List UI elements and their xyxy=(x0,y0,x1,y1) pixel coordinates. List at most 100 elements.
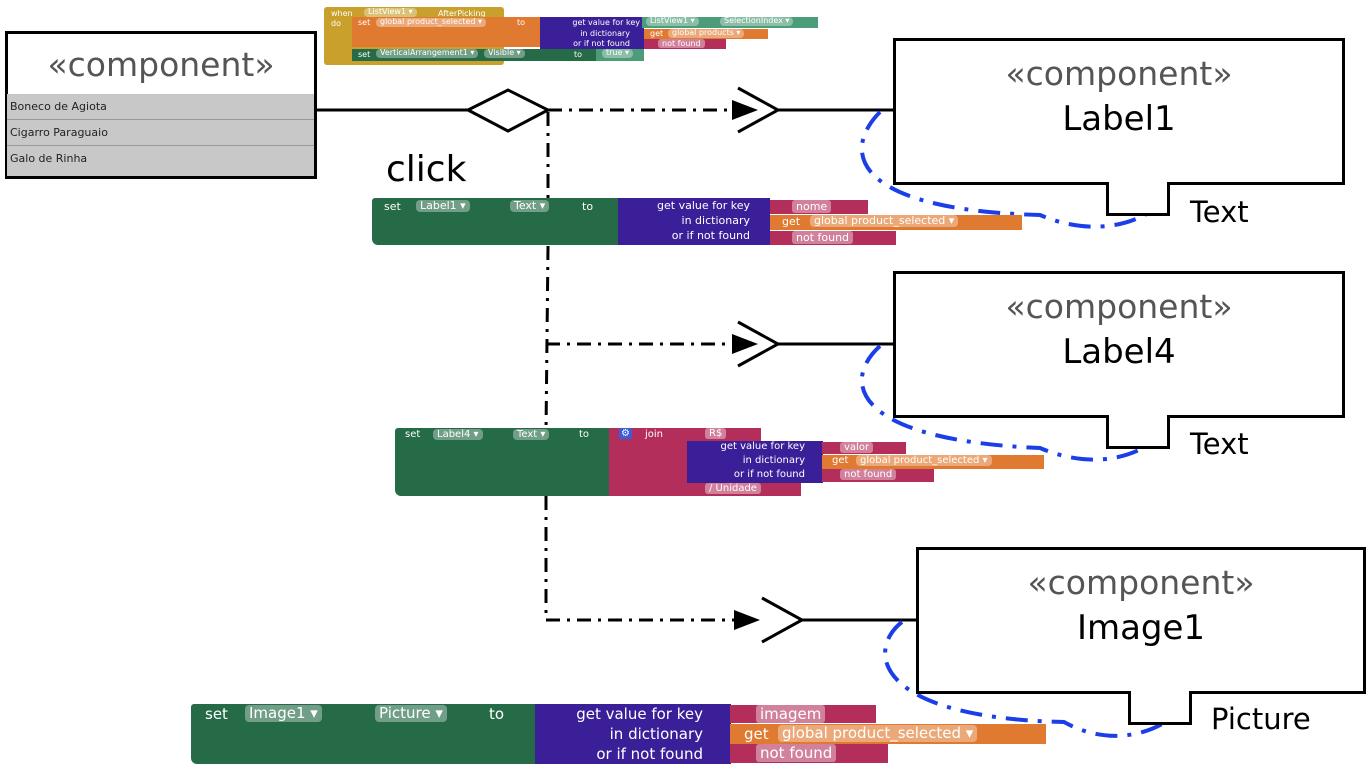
event-dict-block[interactable]: get value for key in dictionary or if no… xyxy=(540,17,644,49)
event-visible-block[interactable]: set VerticalArrangement1 Visible to xyxy=(352,48,596,61)
event-true-block[interactable]: true xyxy=(596,48,644,61)
label4-component-dropdown[interactable]: Label4 xyxy=(433,429,483,440)
image1-get-block[interactable]: get global product_selected xyxy=(730,724,1046,744)
event-dict-variable[interactable]: global products xyxy=(668,28,745,38)
image1-not-found-label: or if not found xyxy=(596,745,703,763)
label4-to-label: to xyxy=(579,429,590,440)
label4-get-value-label: get value for key xyxy=(720,441,805,452)
label4-key-block[interactable]: valor xyxy=(822,442,906,454)
label1-name: Label1 xyxy=(1062,99,1176,139)
label1-component-dropdown[interactable]: Label1 xyxy=(416,199,470,213)
label1-port xyxy=(1106,182,1170,216)
image1-key-block[interactable]: imagem xyxy=(730,705,876,723)
label1-stereotype: «component» xyxy=(1005,54,1233,93)
arrowhead-label4 xyxy=(732,334,758,354)
image1-get-value-label: get value for key xyxy=(576,705,703,723)
label4-suffix-block[interactable]: / Unidade xyxy=(687,483,801,496)
event-do: do xyxy=(331,19,341,28)
gear-icon[interactable]: ⚙ xyxy=(619,428,632,439)
event-key-property[interactable]: SelectionIndex xyxy=(720,16,794,26)
label4-port xyxy=(1106,415,1170,449)
label1-port-label: Text xyxy=(1190,195,1249,229)
label4-key-value[interactable]: valor xyxy=(840,442,874,453)
event-key-block[interactable]: ListView1 SelectionIndex xyxy=(642,16,818,28)
label1-notfound-block[interactable]: not found xyxy=(770,231,896,245)
event-set-block[interactable]: set global product_selected to xyxy=(352,17,542,47)
arrowhead-label1 xyxy=(732,100,758,120)
delegation-arc-label4 xyxy=(859,344,1152,462)
label1-dict-block[interactable]: get value for key in dictionary or if no… xyxy=(618,198,770,245)
list-item[interactable]: Boneco de Agiota xyxy=(7,94,314,120)
image1-property-dropdown[interactable]: Picture xyxy=(375,705,447,722)
label4-prefix-value[interactable]: R$ xyxy=(705,428,727,439)
label4-set-block[interactable]: set Label4 Text to xyxy=(395,428,611,496)
image1-in-dictionary-label: in dictionary xyxy=(609,725,703,743)
listview-stereotype: «component» xyxy=(47,45,275,84)
event-variable[interactable]: global product_selected xyxy=(376,17,487,27)
label4-property-dropdown[interactable]: Text xyxy=(513,429,550,440)
click-label: click xyxy=(386,149,467,190)
image1-get-label: get xyxy=(744,725,769,743)
event-set-label: set xyxy=(358,18,371,27)
event-to: to xyxy=(517,18,526,27)
event-arrangement[interactable]: VerticalArrangement1 xyxy=(376,48,479,58)
label1-key-value[interactable]: nome xyxy=(792,200,832,213)
event-notfound-block[interactable]: not found xyxy=(644,39,726,49)
image1-port-label: Picture xyxy=(1211,702,1311,736)
image1-notfound-value[interactable]: not found xyxy=(756,744,837,762)
label1-notfound-value[interactable]: not found xyxy=(792,231,854,244)
label4-dict-block[interactable]: get value for key in dictionary or if no… xyxy=(687,441,823,483)
image1-variable-dropdown[interactable]: global product_selected xyxy=(778,725,978,742)
event-name: AfterPicking xyxy=(438,9,486,18)
image1-to-label: to xyxy=(489,705,505,723)
label4-notfound-value[interactable]: not found xyxy=(840,469,897,480)
image1-key-value[interactable]: imagem xyxy=(756,705,826,723)
list-item[interactable]: Galo de Rinha xyxy=(10,152,88,165)
image1-set-label: set xyxy=(205,705,228,723)
label1-component-box: «component» Label1 xyxy=(893,38,1345,185)
aggregation-diamond xyxy=(464,88,552,133)
label4-variable-dropdown[interactable]: global product_selected xyxy=(856,455,992,466)
event-notfound-value[interactable]: not found xyxy=(658,39,705,48)
event-key-component[interactable]: ListView1 xyxy=(646,16,699,26)
event-visible[interactable]: Visible xyxy=(484,48,525,58)
label4-notfound-block[interactable]: not found xyxy=(822,469,934,482)
event-true-value[interactable]: true xyxy=(602,48,633,58)
event-to2: to xyxy=(574,50,583,59)
label4-suffix-value[interactable]: / Unidade xyxy=(705,483,761,494)
label1-set-label: set xyxy=(384,200,401,213)
label1-variable-dropdown[interactable]: global product_selected xyxy=(810,214,959,228)
label4-port-label: Text xyxy=(1190,427,1249,461)
label4-component-box: «component» Label4 xyxy=(893,271,1345,418)
label4-join-block[interactable]: ⚙ join xyxy=(609,428,689,496)
label4-stereotype: «component» xyxy=(1005,287,1233,326)
label4-not-found-label: or if not found xyxy=(733,469,805,480)
label4-get-label: get xyxy=(832,455,849,466)
image1-stereotype: «component» xyxy=(1027,563,1255,602)
event-set2-label: set xyxy=(358,50,371,59)
image1-notfound-block[interactable]: not found xyxy=(730,744,888,763)
label4-name: Label4 xyxy=(1062,332,1176,372)
image1-component-dropdown[interactable]: Image1 xyxy=(245,705,322,722)
label4-set-label: set xyxy=(405,429,421,440)
label1-set-block[interactable]: set Label1 Text to xyxy=(372,198,620,245)
listview-widget[interactable]: Boneco de Agiota Cigarro Paraguaio Galo … xyxy=(7,94,314,176)
image1-set-block[interactable]: set Image1 Picture to xyxy=(191,704,537,764)
event-when: when xyxy=(331,9,353,18)
label4-join-label: join xyxy=(645,429,664,440)
event-get-block[interactable]: get global products xyxy=(644,28,768,39)
list-item[interactable]: Cigarro Paraguaio xyxy=(7,120,314,146)
label1-key-block[interactable]: nome xyxy=(770,200,868,214)
label1-to-label: to xyxy=(582,200,594,213)
image1-dict-block[interactable]: get value for key in dictionary or if no… xyxy=(535,704,731,764)
event-component[interactable]: ListView1 xyxy=(364,7,417,17)
label4-prefix-block[interactable]: R$ xyxy=(687,428,761,441)
event-not-found-label: or if not found xyxy=(573,39,630,48)
label4-get-block[interactable]: get global product_selected xyxy=(822,455,1044,469)
label1-in-dictionary-label: in dictionary xyxy=(681,214,750,227)
arrowhead-image1 xyxy=(734,610,760,630)
label1-get-block[interactable]: get global product_selected xyxy=(770,214,1022,230)
label1-property-dropdown[interactable]: Text xyxy=(510,199,550,213)
event-get-label: get xyxy=(650,29,664,38)
